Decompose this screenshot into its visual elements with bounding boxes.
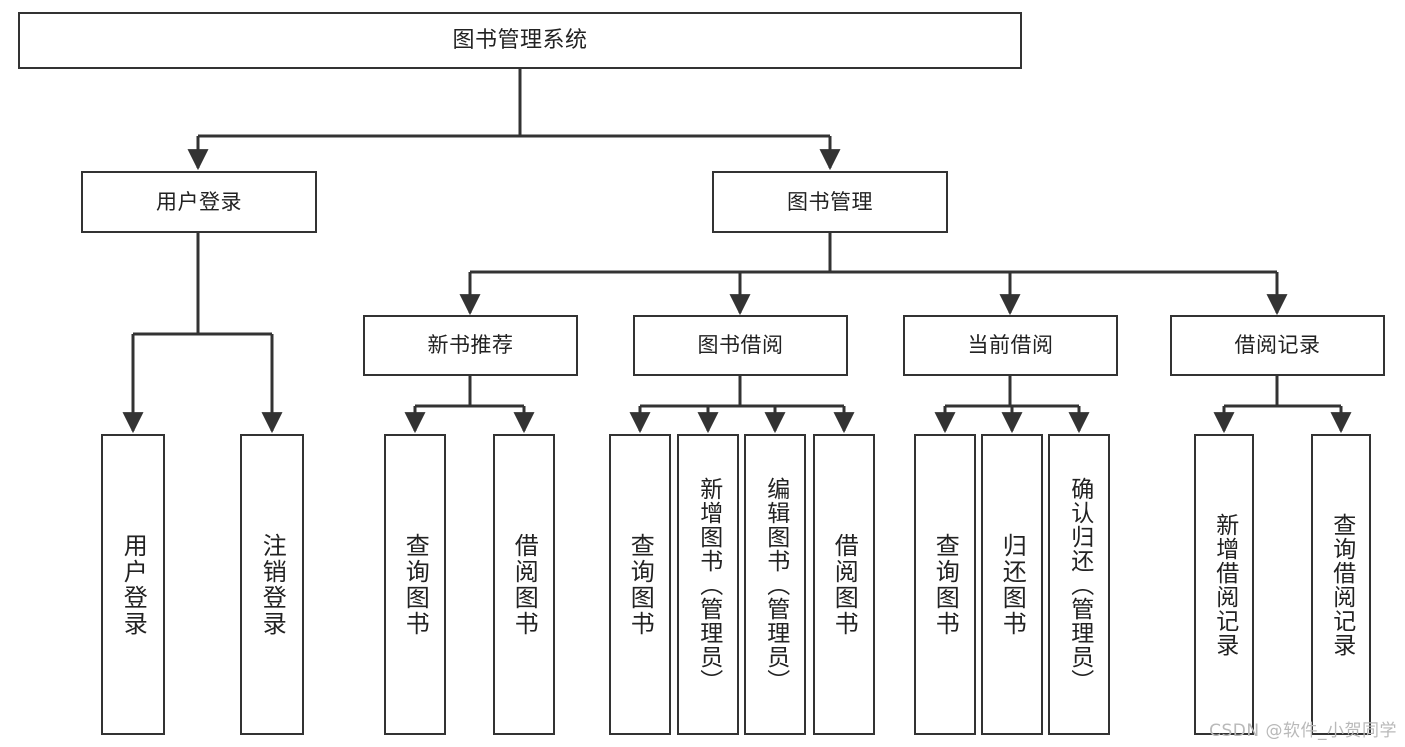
node-current-borrow[interactable]: 当前借阅 <box>903 315 1118 376</box>
node-leaf-query-book-3[interactable]: 查询图书 <box>914 434 976 735</box>
node-leaf-edit-book-label: 编辑图书（管理员） <box>762 476 789 693</box>
node-leaf-query-book-1-label: 查询图书 <box>401 532 430 637</box>
node-book-borrow[interactable]: 图书借阅 <box>633 315 848 376</box>
node-leaf-user-login[interactable]: 用户登录 <box>101 434 165 735</box>
node-root[interactable]: 图书管理系统 <box>18 12 1022 69</box>
node-leaf-edit-book[interactable]: 编辑图书（管理员） <box>744 434 806 735</box>
node-leaf-confirm-return-label: 确认归还（管理员） <box>1066 476 1093 693</box>
node-leaf-add-record[interactable]: 新增借阅记录 <box>1194 434 1254 735</box>
node-leaf-add-record-label: 新增借阅记录 <box>1211 512 1238 657</box>
node-book-borrow-label: 图书借阅 <box>697 333 784 358</box>
node-leaf-confirm-return[interactable]: 确认归还（管理员） <box>1048 434 1110 735</box>
node-book-manage[interactable]: 图书管理 <box>712 171 948 233</box>
node-current-borrow-label: 当前借阅 <box>967 333 1054 358</box>
node-leaf-logout[interactable]: 注销登录 <box>240 434 304 735</box>
node-leaf-add-book-label: 新增图书（管理员） <box>695 476 722 693</box>
node-user-login[interactable]: 用户登录 <box>81 171 317 233</box>
node-leaf-return-book-label: 归还图书 <box>998 532 1027 637</box>
node-leaf-query-book-2[interactable]: 查询图书 <box>609 434 671 735</box>
node-leaf-query-book-1[interactable]: 查询图书 <box>384 434 446 735</box>
node-root-label: 图书管理系统 <box>452 27 588 53</box>
node-leaf-query-book-2-label: 查询图书 <box>626 532 655 637</box>
node-leaf-return-book[interactable]: 归还图书 <box>981 434 1043 735</box>
node-borrow-record-label: 借阅记录 <box>1234 333 1321 358</box>
node-new-book-rec[interactable]: 新书推荐 <box>363 315 578 376</box>
node-new-book-rec-label: 新书推荐 <box>427 333 514 358</box>
node-leaf-borrow-book-1[interactable]: 借阅图书 <box>493 434 555 735</box>
node-leaf-user-login-label: 用户登录 <box>119 532 148 637</box>
node-borrow-record[interactable]: 借阅记录 <box>1170 315 1385 376</box>
node-leaf-logout-label: 注销登录 <box>258 532 287 637</box>
node-leaf-borrow-book-2[interactable]: 借阅图书 <box>813 434 875 735</box>
node-book-manage-label: 图书管理 <box>787 189 873 214</box>
node-leaf-borrow-book-2-label: 借阅图书 <box>830 532 859 637</box>
node-leaf-add-book[interactable]: 新增图书（管理员） <box>677 434 739 735</box>
node-leaf-query-book-3-label: 查询图书 <box>931 532 960 637</box>
node-user-login-label: 用户登录 <box>156 189 242 214</box>
node-leaf-query-record-label: 查询借阅记录 <box>1328 512 1355 657</box>
node-leaf-borrow-book-1-label: 借阅图书 <box>510 532 539 637</box>
csdn-watermark: CSDN @软件_小贺同学 <box>1209 721 1397 741</box>
node-leaf-query-record[interactable]: 查询借阅记录 <box>1311 434 1371 735</box>
